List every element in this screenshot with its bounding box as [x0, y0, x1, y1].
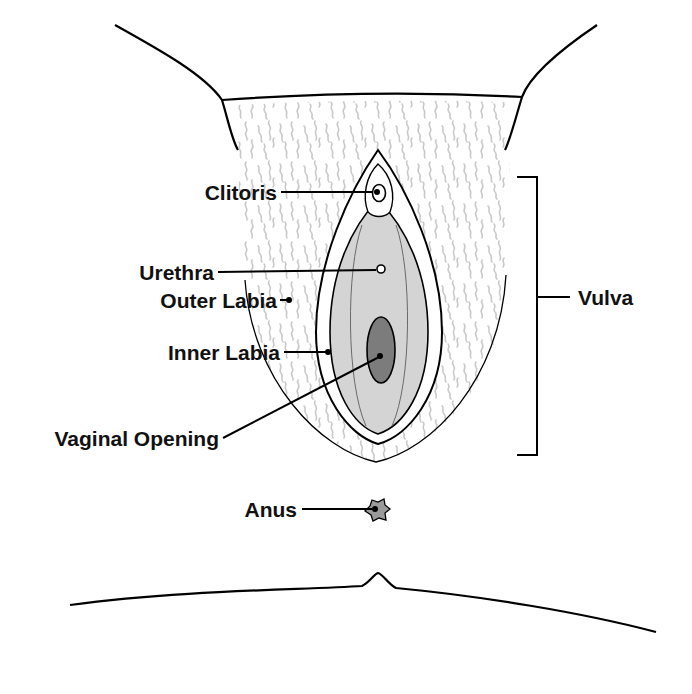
leader-line	[284, 351, 327, 353]
leader-dot	[325, 349, 331, 355]
leader-dot	[377, 353, 383, 359]
leader-dot	[372, 506, 378, 512]
leader-dot	[286, 297, 292, 303]
pubic-hair	[238, 101, 510, 462]
body-outline	[222, 94, 522, 100]
urethra-shape	[377, 265, 385, 273]
body-outline	[70, 573, 656, 632]
part-label: Vulva	[578, 287, 633, 308]
body-outline	[115, 25, 238, 150]
bracket	[517, 177, 570, 455]
part-label: Clitoris	[205, 182, 277, 203]
labia-fold	[350, 225, 366, 426]
part-label: Inner Labia	[168, 342, 280, 363]
leader-line	[218, 270, 376, 272]
clitoris-shape	[373, 185, 386, 202]
labia-fold	[392, 225, 408, 426]
leader-line	[281, 191, 372, 193]
part-label: Vaginal Opening	[54, 428, 219, 449]
part-label: Anus	[245, 499, 298, 520]
outer-labia-shape	[316, 150, 442, 444]
clitoral-hood	[365, 164, 392, 217]
vaginal-opening-shape	[367, 317, 395, 383]
leader-dot	[374, 189, 380, 195]
leader-line	[223, 357, 379, 438]
part-label: Outer Labia	[160, 290, 277, 311]
inner-labia-shape	[330, 200, 428, 434]
part-label: Urethra	[139, 262, 214, 283]
body-outline	[505, 25, 597, 150]
leader-line	[302, 508, 372, 510]
